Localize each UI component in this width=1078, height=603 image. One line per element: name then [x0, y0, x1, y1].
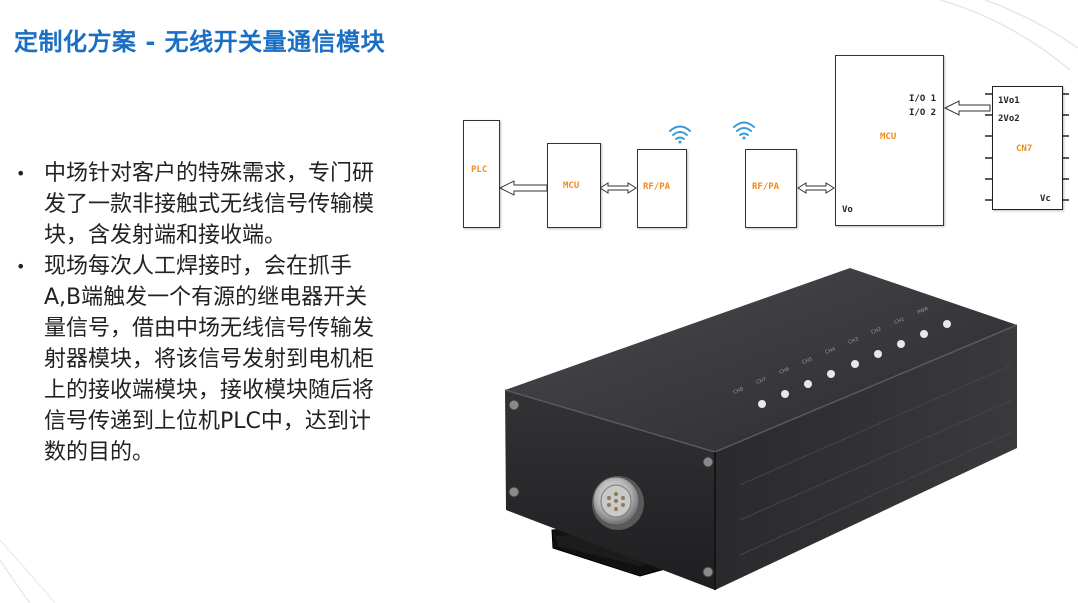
rfpa-left-block: RF/PA	[637, 149, 687, 228]
channel-label: CH7	[756, 376, 768, 385]
mcu-left-label: MCU	[563, 181, 580, 191]
channel-label: CH6	[779, 366, 791, 375]
bullet-text: 现场每次人工焊接时，会在抓手A,B端触发一个有源的继电器开关量信号，借由中场无线…	[44, 254, 375, 465]
vo2-label: 2Vo2	[998, 114, 1020, 124]
channel-label: CH2	[871, 326, 883, 335]
plc-label: PLC	[471, 165, 488, 175]
screw-icon	[508, 399, 714, 578]
rfpa-right-label: RF/PA	[752, 182, 780, 192]
channel-label: CH1	[894, 316, 906, 325]
diagram-connectors	[498, 93, 1069, 201]
channel-labels: CH8 CH7 CH6 CH5 CH4 CH3 CH2 CH1 PWR	[733, 306, 930, 396]
led-indicators	[758, 320, 951, 408]
bullet-dot-icon: •	[16, 164, 26, 183]
bullet-dot-icon: •	[16, 257, 26, 276]
slide-title: 定制化方案 - 无线开关量通信模块	[14, 28, 386, 56]
bullet-text: 中场针对客户的特殊需求，专门研发了一款非接触式无线信号传输模块，含发射端和接收端…	[44, 161, 375, 248]
wifi-icon	[669, 125, 691, 144]
vo-label: Vo	[842, 205, 853, 215]
arrow-cn7-to-mcu	[943, 100, 991, 116]
channel-label: PWR	[917, 306, 930, 316]
mcu-right-block: I/O 1 I/O 2 MCU Vo	[835, 55, 944, 226]
cn7-connector-block: 1Vo1 2Vo2 CN7 Vc	[992, 86, 1063, 210]
channel-label: CH4	[825, 346, 837, 355]
arrow-rfpa-mcu-right	[797, 182, 835, 194]
rfpa-left-label: RF/PA	[643, 182, 671, 192]
vc-label: Vc	[1040, 194, 1051, 204]
rfpa-right-block: RF/PA	[745, 149, 797, 228]
cn7-pins	[985, 93, 1069, 201]
channel-label: CH3	[848, 336, 860, 345]
io2-label: I/O 2	[909, 108, 937, 118]
device-side-face	[715, 325, 1017, 590]
bullet-item: • 现场每次人工焊接时，会在抓手A,B端触发一个有源的继电器开关量信号，借由中场…	[12, 251, 382, 468]
arrow-mcu-rfpa-left	[599, 182, 637, 194]
plc-block: PLC	[463, 120, 500, 228]
m12-connector-icon	[592, 476, 644, 530]
vo1-label: 1Vo1	[998, 96, 1020, 106]
bullet-list: • 中场针对客户的特殊需求，专门研发了一款非接触式无线信号传输模块，含发射端和接…	[12, 158, 382, 468]
cn7-label: CN7	[1016, 144, 1033, 154]
mcu-right-label: MCU	[880, 132, 897, 142]
bullet-item: • 中场针对客户的特殊需求，专门研发了一款非接触式无线信号传输模块，含发射端和接…	[12, 158, 382, 251]
io1-label: I/O 1	[909, 94, 937, 104]
device-top-face	[505, 268, 1017, 452]
channel-label: CH8	[733, 386, 745, 395]
mcu-left-block: MCU	[547, 143, 601, 228]
wifi-icon	[733, 121, 755, 140]
channel-label: CH5	[802, 356, 814, 365]
